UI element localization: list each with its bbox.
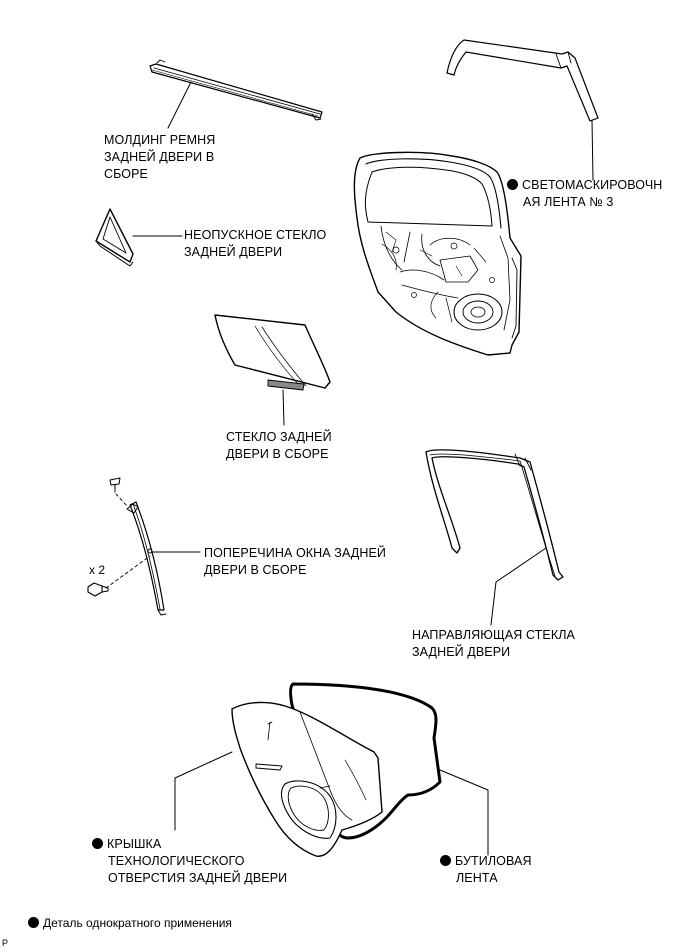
single-use-dot-icon — [440, 855, 451, 866]
belt-molding-leader — [167, 81, 192, 129]
division-bar-drawing — [126, 501, 167, 616]
door-glass-drawing — [214, 314, 331, 391]
quarter-glass-label: НЕОПУСКНОЕ СТЕКЛО ЗАДНЕЙ ДВЕРИ — [184, 228, 327, 259]
blackout-tape-label: СВЕТОМАСКИРОВОЧН АЯ ЛЕНТА № 3 — [507, 177, 662, 211]
door-glass-label: СТЕКЛО ЗАДНЕЙ ДВЕРИ В СБОРЕ — [226, 430, 332, 461]
clip-drawing — [109, 477, 121, 493]
service-hole-cover-label: КРЫШКА ТЕХНОЛОГИЧЕСКОГО ОТВЕРСТИЯ ЗАДНЕЙ… — [92, 836, 287, 887]
legend-text: Деталь однократного применения — [43, 916, 232, 930]
butyl-tape-leader-diag — [439, 769, 489, 791]
blackout-tape-leader — [591, 119, 594, 181]
rear-door-drawing — [353, 151, 522, 356]
butyl-tape-label: БУТИЛОВАЯ ЛЕНТА — [440, 853, 532, 887]
glass-run-leader — [490, 581, 497, 626]
clip-leader — [115, 493, 129, 508]
corner-mark: P — [2, 938, 9, 948]
screw-drawing — [87, 582, 109, 597]
single-use-dot-icon — [92, 838, 103, 849]
single-use-dot-icon — [28, 917, 39, 928]
legend: Деталь однократного применения — [28, 916, 232, 930]
service-hole-cover-drawing — [231, 701, 383, 857]
glass-run-label: НАПРАВЛЯЮЩАЯ СТЕКЛА ЗАДНЕЙ ДВЕРИ — [412, 628, 575, 659]
belt-molding-drawing — [149, 59, 323, 121]
glass-run-leader-top — [495, 547, 547, 583]
blackout-tape-drawing — [446, 39, 599, 122]
quantity-label: x 2 — [89, 563, 106, 577]
service-hole-cover-leader — [174, 751, 233, 831]
door-glass-leader — [282, 389, 285, 426]
division-bar-label: ПОПЕРЕЧИНА ОКНА ЗАДНЕЙ ДВЕРИ В СБОРЕ — [204, 546, 387, 577]
screw-leader — [105, 555, 151, 589]
quarter-glass-drawing — [95, 208, 134, 267]
glass-run-drawing — [425, 449, 564, 581]
belt-molding-label: МОЛДИНГ РЕМНЯ ЗАДНЕЙ ДВЕРИ В СБОРЕ — [104, 133, 216, 181]
single-use-dot-icon — [507, 179, 518, 190]
